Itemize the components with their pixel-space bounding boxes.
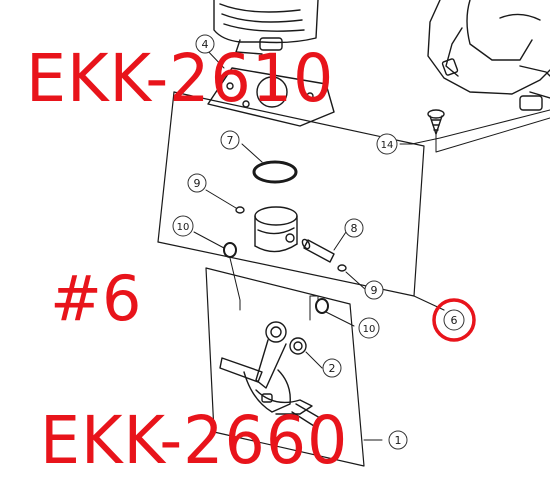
callout-9-upper: 9 <box>194 177 201 190</box>
callout-2: 2 <box>329 362 336 375</box>
callout-4: 4 <box>202 38 209 51</box>
bearing-part-2 <box>289 337 323 369</box>
piston <box>254 206 298 253</box>
circlip-9-upper <box>205 189 245 214</box>
highlight-ring <box>432 298 476 342</box>
engine-housing-fragment <box>427 0 550 111</box>
needle-bearing-10-left <box>193 231 241 311</box>
part-6-group-frame <box>157 91 445 311</box>
piston-ring-part-7 <box>241 143 298 184</box>
part-number-tag: #6 <box>50 262 142 335</box>
circlip-9-lower <box>337 264 367 291</box>
callout-numbers: 4 7 9 10 8 9 10 2 1 14 6 <box>177 38 458 447</box>
callout-circles <box>172 34 465 450</box>
callout-7: 7 <box>227 134 234 147</box>
callout-8: 8 <box>351 222 358 235</box>
piston-pin-part-8 <box>301 231 347 263</box>
callout-14: 14 <box>381 140 394 151</box>
callout-1: 1 <box>395 434 402 447</box>
model-label-top: EKK-2610 <box>26 40 335 117</box>
callout-10-right: 10 <box>363 324 376 335</box>
crankshaft-frame <box>205 267 383 467</box>
cylinder-fragment <box>213 0 319 55</box>
callout-10-left: 10 <box>177 222 190 233</box>
screw-14 <box>399 109 550 153</box>
needle-bearing-10-right <box>309 295 355 327</box>
crankshaft-part-1 <box>219 321 321 427</box>
gasket-part-4 <box>204 47 335 127</box>
model-label-bottom: EKK-2660 <box>40 402 349 479</box>
callout-6: 6 <box>451 314 458 327</box>
callout-9-lower: 9 <box>371 284 378 297</box>
